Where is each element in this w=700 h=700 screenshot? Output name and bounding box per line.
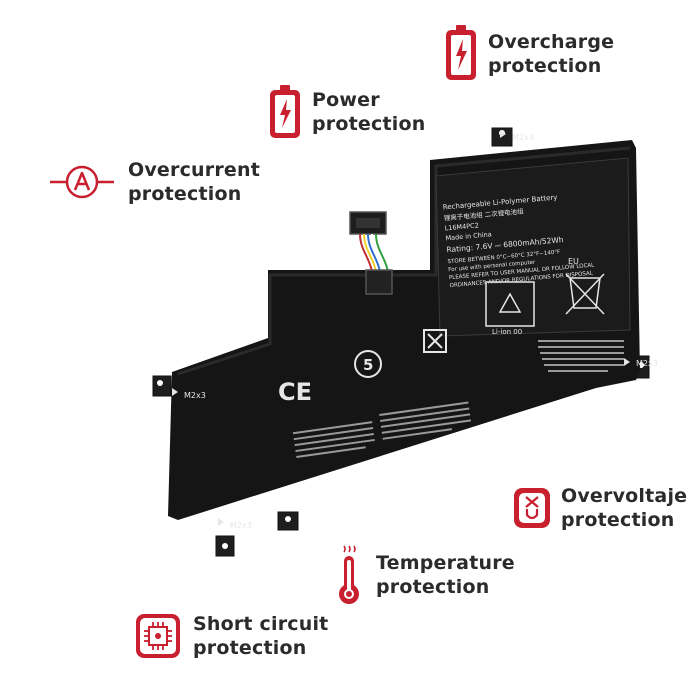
feature-title: Short circuit xyxy=(193,613,329,635)
weee-bin-symbol: EU xyxy=(565,257,605,315)
feature-overcharge: Overcharge protection xyxy=(444,24,614,84)
feature-title: Temperature xyxy=(376,552,515,574)
thermometer-icon xyxy=(336,544,362,606)
battery-charging-icon xyxy=(444,24,478,84)
screw-label: M2x3 xyxy=(512,133,534,142)
voltage-icon xyxy=(513,487,551,529)
five-mark-text: 5 xyxy=(363,356,373,374)
feature-title: Overcurrent xyxy=(128,159,261,181)
battery-label-panel xyxy=(435,157,631,337)
ce-mark: CE xyxy=(278,378,312,406)
feature-subtitle: protection xyxy=(193,637,307,659)
battery-power-icon xyxy=(268,84,302,140)
feature-subtitle: protection xyxy=(488,55,602,77)
recycle-text: Li-ion 00 xyxy=(492,328,522,336)
screw-label: M2x3 xyxy=(230,521,252,530)
chip-icon xyxy=(135,613,181,659)
five-year-mark: 5 xyxy=(354,350,382,378)
screw-label: M2x3 xyxy=(184,391,206,400)
feature-title: Power xyxy=(312,89,380,111)
feature-overvoltage: Overvoltaje protection xyxy=(513,484,687,532)
recycle-symbol: Li-ion 00 xyxy=(485,281,535,336)
feature-power: Power protection xyxy=(268,84,425,140)
feature-temperature: Temperature protection xyxy=(336,544,515,606)
eu-mark: EU xyxy=(568,257,579,266)
feature-subtitle: protection xyxy=(312,113,426,135)
feature-short-circuit: Short circuit protection xyxy=(135,612,328,660)
feature-title: Overcharge xyxy=(488,31,615,53)
screw-label: M2x3 xyxy=(636,359,658,368)
feature-subtitle: protection xyxy=(376,576,490,598)
battery-connector xyxy=(349,211,393,295)
feature-subtitle: protection xyxy=(561,509,675,531)
label-line: L16M4PC2 xyxy=(444,221,479,232)
recycle-square-mark xyxy=(423,329,447,353)
feature-title: Overvoltaje xyxy=(561,485,688,507)
ammeter-icon xyxy=(50,162,114,202)
feature-overcurrent: Overcurrent protection xyxy=(50,158,260,206)
feature-subtitle: protection xyxy=(128,183,242,205)
